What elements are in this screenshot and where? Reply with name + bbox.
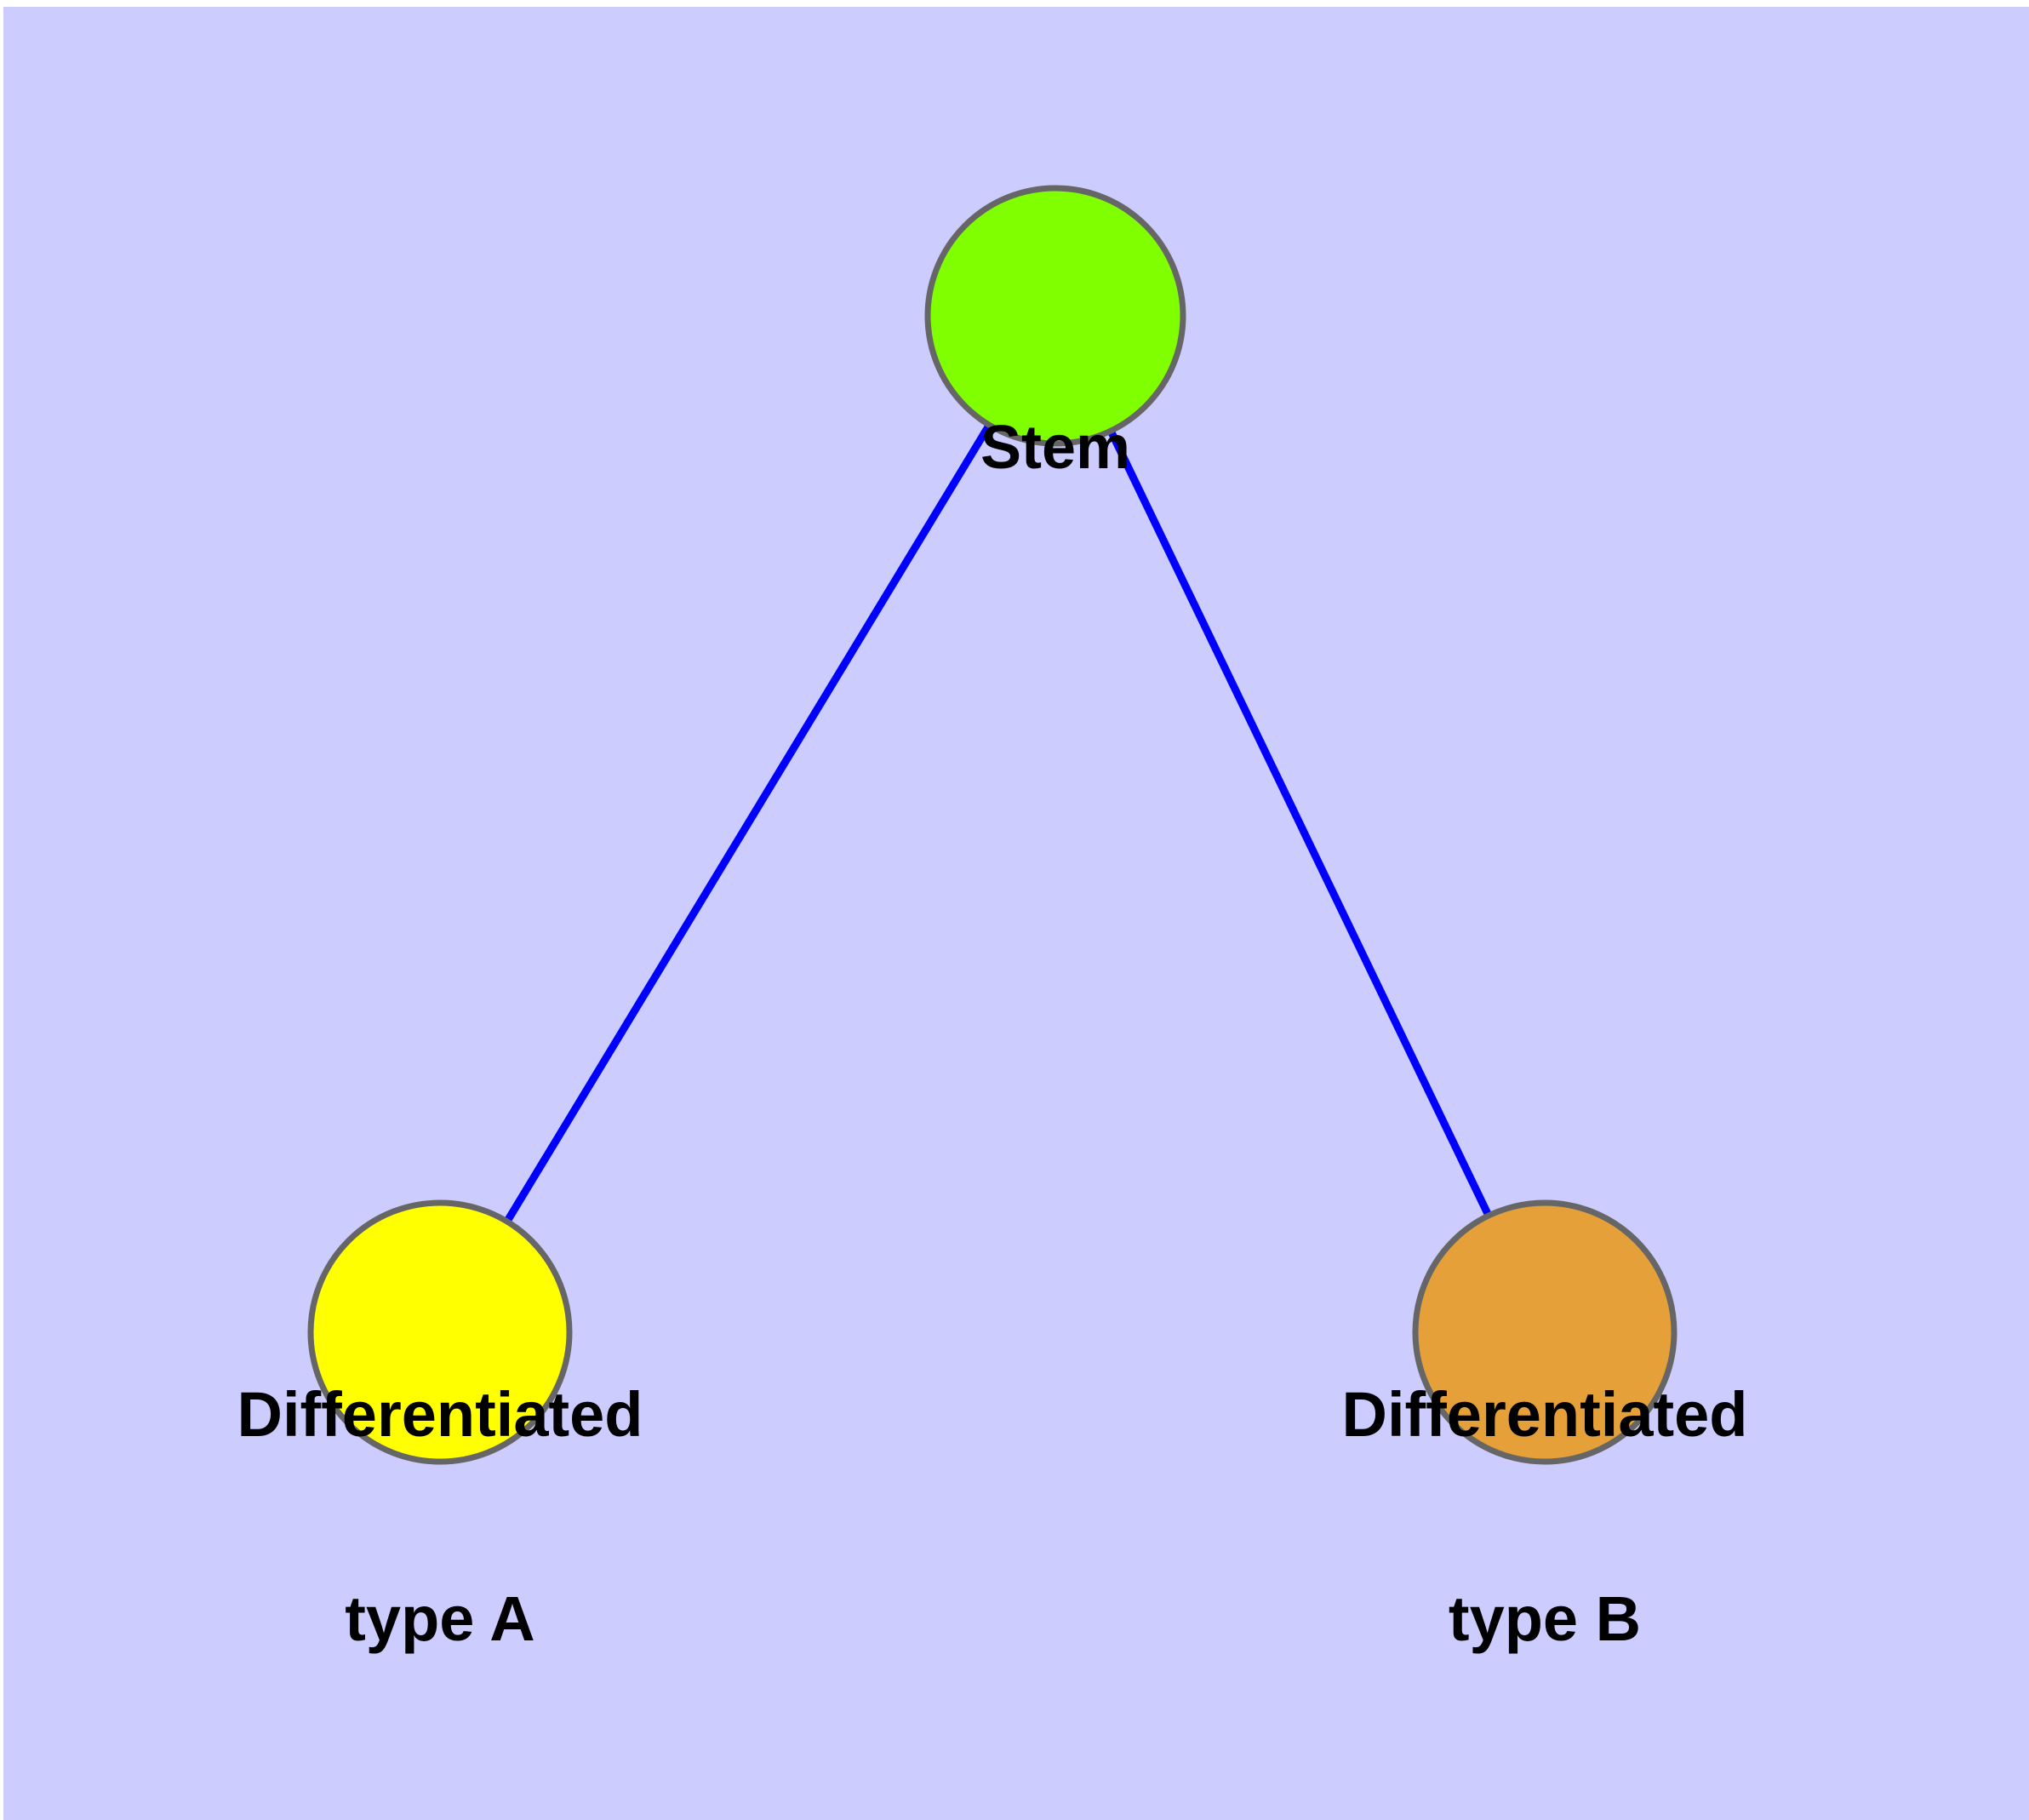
- node-stem[interactable]: [924, 185, 1186, 447]
- edge-stem-to-differentiated-type-b: [1051, 314, 1549, 1334]
- node-layer: [307, 185, 1677, 1465]
- node-differentiated-type-a[interactable]: [307, 1199, 573, 1465]
- edge-layer: [437, 313, 1549, 1335]
- node-differentiated-type-b[interactable]: [1412, 1199, 1677, 1465]
- edge-stem-to-differentiated-type-a: [437, 313, 1059, 1335]
